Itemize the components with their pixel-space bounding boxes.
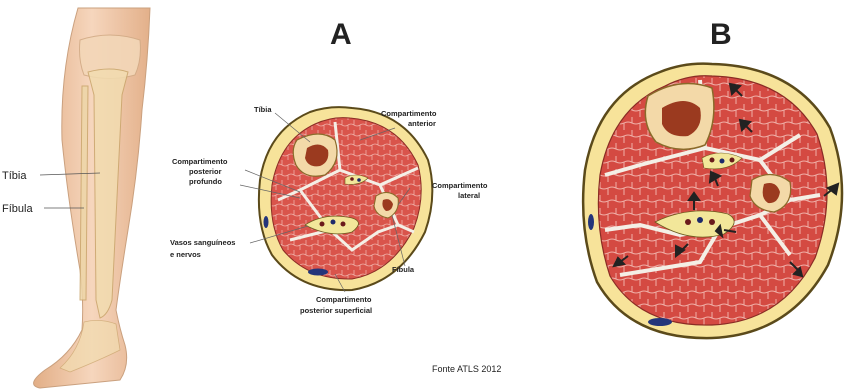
vessel-dot xyxy=(357,178,361,182)
cross-section-b xyxy=(583,64,842,338)
label-tibia-a: Tíbia xyxy=(254,105,272,114)
fibula-bone xyxy=(80,86,88,300)
saphenous-vein-a xyxy=(308,269,328,276)
vessel-dot xyxy=(730,158,735,163)
vessel-dot xyxy=(720,159,725,164)
label-anterior-2: anterior xyxy=(408,119,436,128)
label-deep-1: Compartimento xyxy=(172,157,228,166)
label-superficial-2: posterior superficial xyxy=(300,306,372,315)
source-caption: Fonte ATLS 2012 xyxy=(432,364,501,374)
vessel-dot xyxy=(320,222,325,227)
vessel-dot xyxy=(341,222,346,227)
panel-a-letter: A xyxy=(330,18,352,51)
label-lateral-1: Compartimento xyxy=(432,181,488,190)
label-deep-3: profundo xyxy=(189,177,222,186)
vessel-dot xyxy=(697,217,703,223)
vessel-dot xyxy=(331,220,336,225)
small-vein-b xyxy=(588,214,594,230)
label-vessels-1: Vasos sanguíneos xyxy=(170,238,235,247)
vessel-dot xyxy=(685,219,691,225)
cross-section-a xyxy=(259,107,432,290)
fibula-label: Fíbula xyxy=(2,203,33,215)
label-vessels-2: e nervos xyxy=(170,250,201,259)
label-lateral-2: lateral xyxy=(458,191,480,200)
vessel-dot xyxy=(709,219,715,225)
vessel-dot xyxy=(350,177,354,181)
leg-illustration: Tíbia Fíbula xyxy=(2,8,150,388)
label-fibula-a: Fíbula xyxy=(392,265,415,274)
tibia-label: Tíbia xyxy=(2,170,27,182)
label-deep-2: posterior xyxy=(189,167,222,176)
label-anterior-1: Compartimento xyxy=(381,109,437,118)
small-vein-a xyxy=(264,216,269,228)
panel-b: B xyxy=(583,18,842,338)
panel-b-letter: B xyxy=(710,18,732,51)
saphenous-vein-b xyxy=(648,318,672,326)
panel-a: A xyxy=(170,18,488,315)
tibia-marrow-b xyxy=(662,101,701,136)
vessel-dot xyxy=(710,158,715,163)
label-superficial-1: Compartimento xyxy=(316,295,372,304)
